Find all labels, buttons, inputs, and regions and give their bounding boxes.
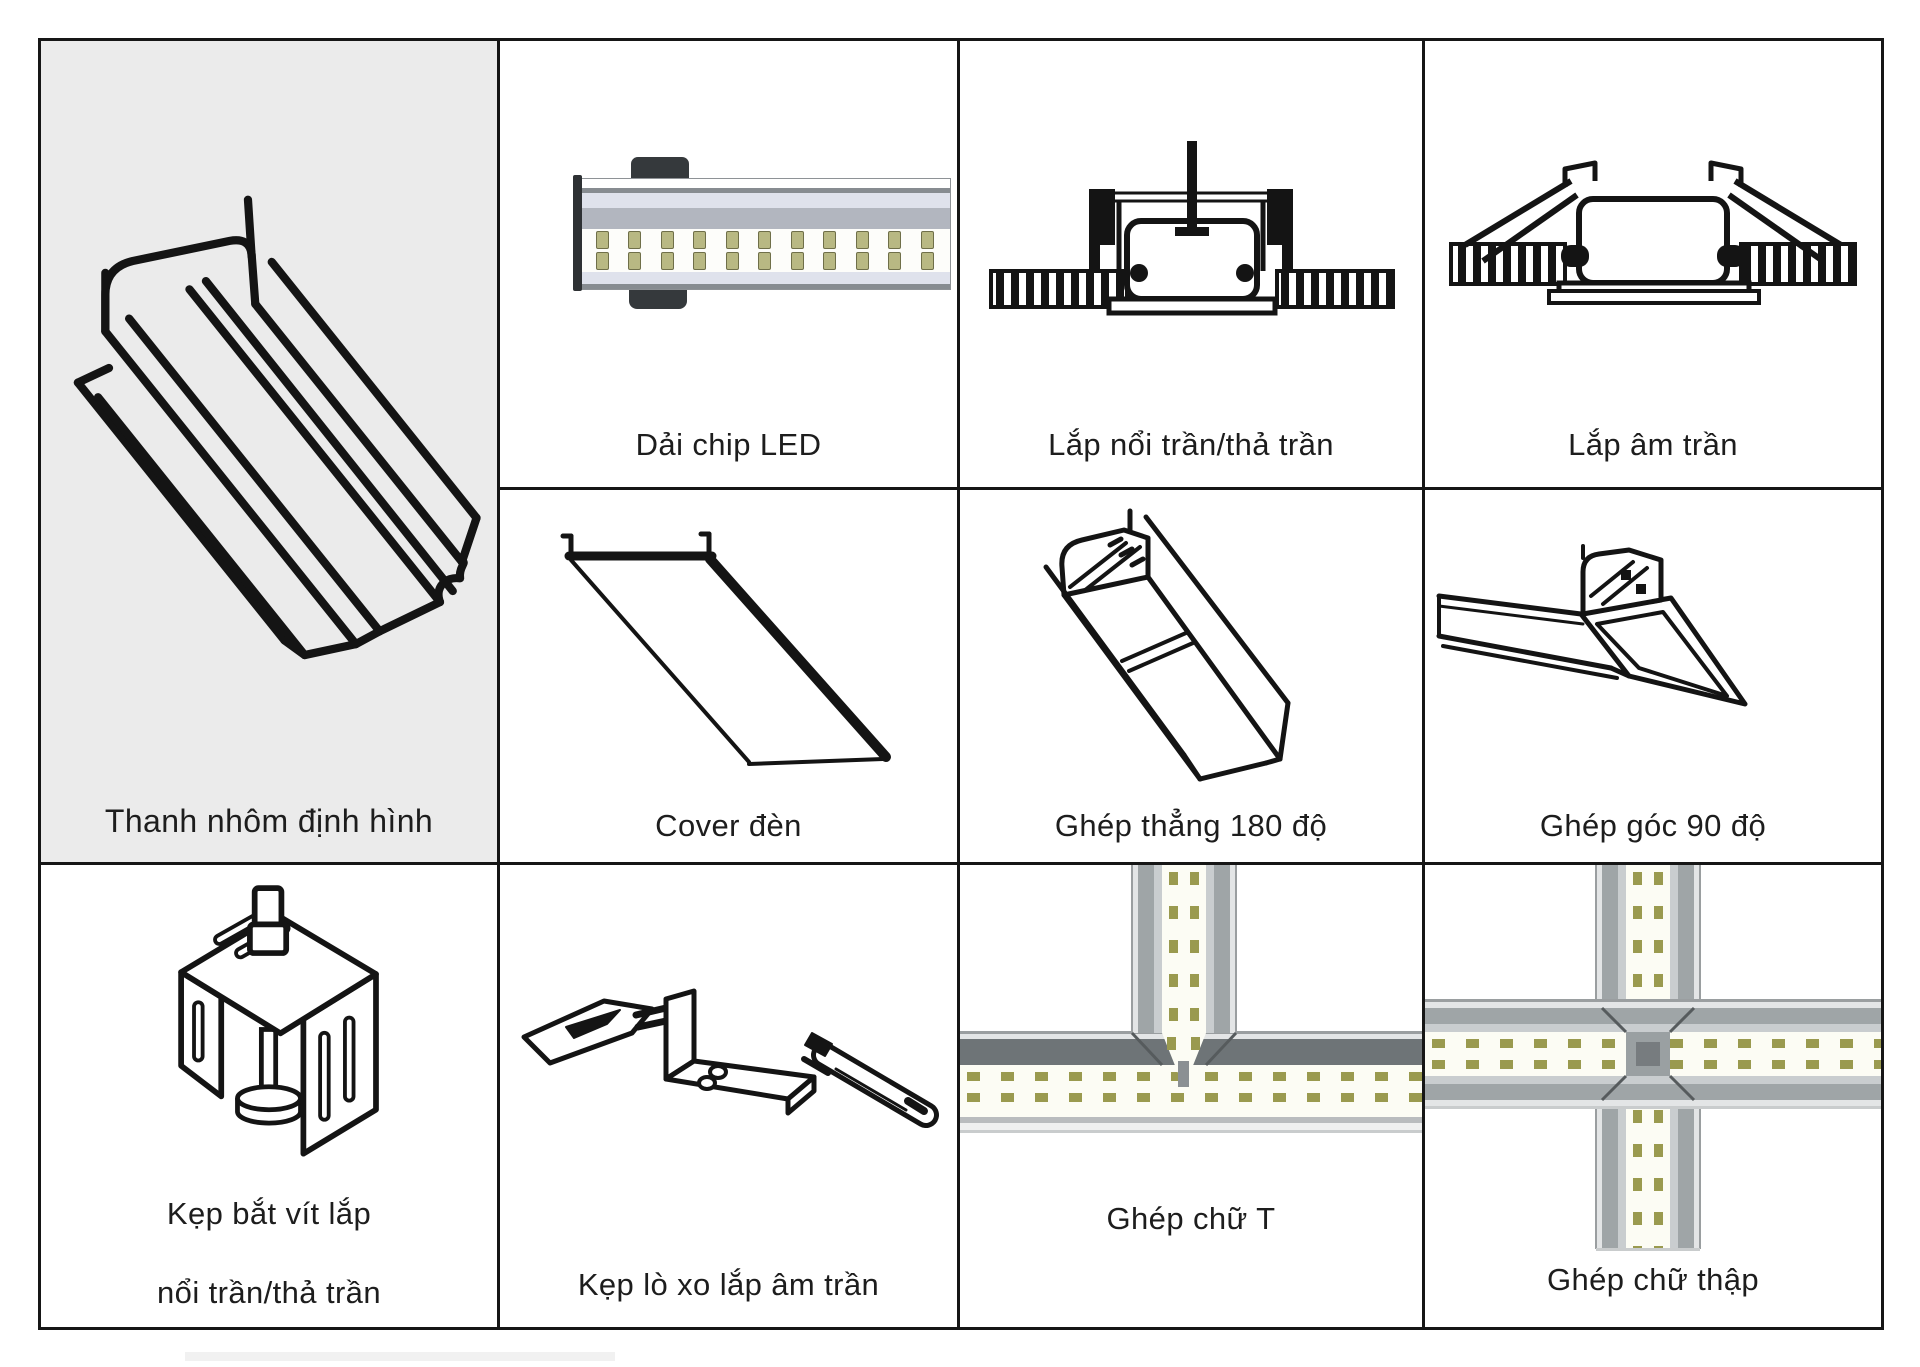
- screw-clip-label: Kẹp bắt vít lắp nổi trần/thả trần: [41, 1194, 497, 1327]
- screw-clip-label-line2: nổi trần/thả trần: [157, 1275, 381, 1311]
- aluminum-profile-label: Thanh nhôm định hình: [104, 803, 434, 840]
- cell-screw-clip: Kẹp bắt vít lắp nổi trần/thả trần: [41, 865, 500, 1327]
- cell-surface-mount: Lắp nổi trần/thả trần: [960, 41, 1425, 490]
- led-chip: [660, 231, 674, 250]
- led-chip: [790, 251, 804, 270]
- t-joint-photo: [960, 865, 1422, 1133]
- led-chip: [758, 251, 771, 270]
- cross-joint-photo: [1425, 865, 1881, 1255]
- surface-mount-drawing: [960, 41, 1422, 425]
- cover-icon: [560, 531, 891, 766]
- aluminum-profile-icon: [73, 195, 481, 660]
- recessed-mount-label: Lắp âm trần: [1568, 427, 1738, 463]
- led-chip: [693, 231, 706, 250]
- spring-clip-icon: [521, 988, 939, 1128]
- cover-label: Cover đèn: [655, 808, 802, 844]
- screw-clip-icon: [178, 885, 379, 1158]
- led-chip: [595, 231, 609, 250]
- surface-mount-icon: [989, 140, 1395, 316]
- surface-mount-label: Lắp nổi trần/thả trần: [1048, 427, 1334, 463]
- cell-corner-joint: Ghép góc 90 độ: [1425, 490, 1881, 865]
- recessed-mount-drawing: [1425, 41, 1881, 425]
- cell-led-strip: Dải chip LED: [500, 41, 960, 490]
- accessory-table: Thanh nhôm định hình: [38, 38, 1884, 1330]
- cell-cross-joint: Ghép chữ thập: [1425, 865, 1881, 1327]
- led-chip: [855, 231, 869, 250]
- led-chip: [920, 231, 934, 250]
- recessed-mount-icon: [1449, 160, 1857, 305]
- led-chip: [660, 251, 674, 270]
- led-chip: [920, 251, 934, 270]
- t-joint-label: Ghép chữ T: [1106, 1201, 1276, 1237]
- led-chip: [888, 251, 901, 270]
- scan-artifact: [185, 1352, 615, 1361]
- led-chip: [855, 251, 869, 270]
- cell-spring-clip: Kẹp lò xo lắp âm trần: [500, 865, 960, 1327]
- led-chip: [790, 231, 804, 250]
- led-chip: [725, 251, 739, 270]
- straight-joint-drawing: [960, 490, 1422, 806]
- end-cap: [572, 175, 582, 292]
- led-strip-drawing: [500, 41, 957, 425]
- led-chip: [693, 251, 706, 270]
- cell-cover: Cover đèn: [500, 490, 960, 865]
- spring-clip-drawing: [500, 865, 957, 1265]
- cell-aluminum-profile: Thanh nhôm định hình: [41, 41, 500, 865]
- led-strip-module: [572, 157, 951, 310]
- screw-clip-drawing: [41, 865, 497, 1194]
- led-chip: [888, 231, 901, 250]
- cross-joint-label: Ghép chữ thập: [1546, 1262, 1760, 1298]
- cell-t-joint: Ghép chữ T: [960, 865, 1425, 1327]
- cell-recessed-mount: Lắp âm trần: [1425, 41, 1881, 490]
- led-strip-label: Dải chip LED: [635, 427, 822, 463]
- corner-joint-drawing: [1425, 490, 1881, 806]
- led-chip: [595, 251, 609, 270]
- led-chip: [758, 231, 771, 250]
- led-chip: [725, 231, 739, 250]
- cover-drawing: [500, 490, 957, 806]
- cell-straight-joint: Ghép thẳng 180 độ: [960, 490, 1425, 865]
- led-chip: [628, 231, 641, 250]
- straight-joint-label: Ghép thẳng 180 độ: [1054, 808, 1328, 844]
- led-chip: [823, 231, 836, 250]
- spring-clip-label: Kẹp lò xo lắp âm trần: [577, 1267, 880, 1303]
- aluminum-profile-drawing: [41, 41, 497, 801]
- corner-joint-label: Ghép góc 90 độ: [1539, 808, 1767, 844]
- led-bar: [578, 178, 951, 291]
- led-chip-rows: [579, 228, 950, 273]
- cross-joint-image: [1425, 865, 1881, 1251]
- t-joint-image: [960, 865, 1422, 1133]
- screw-clip-label-line1: Kẹp bắt vít lắp: [166, 1195, 372, 1231]
- led-chip: [823, 251, 836, 270]
- straight-joint-icon: [1043, 508, 1291, 782]
- corner-joint-icon: [1436, 543, 1748, 707]
- led-chip: [628, 251, 641, 270]
- led-chip-row: [580, 231, 950, 250]
- led-chip-row: [580, 251, 950, 270]
